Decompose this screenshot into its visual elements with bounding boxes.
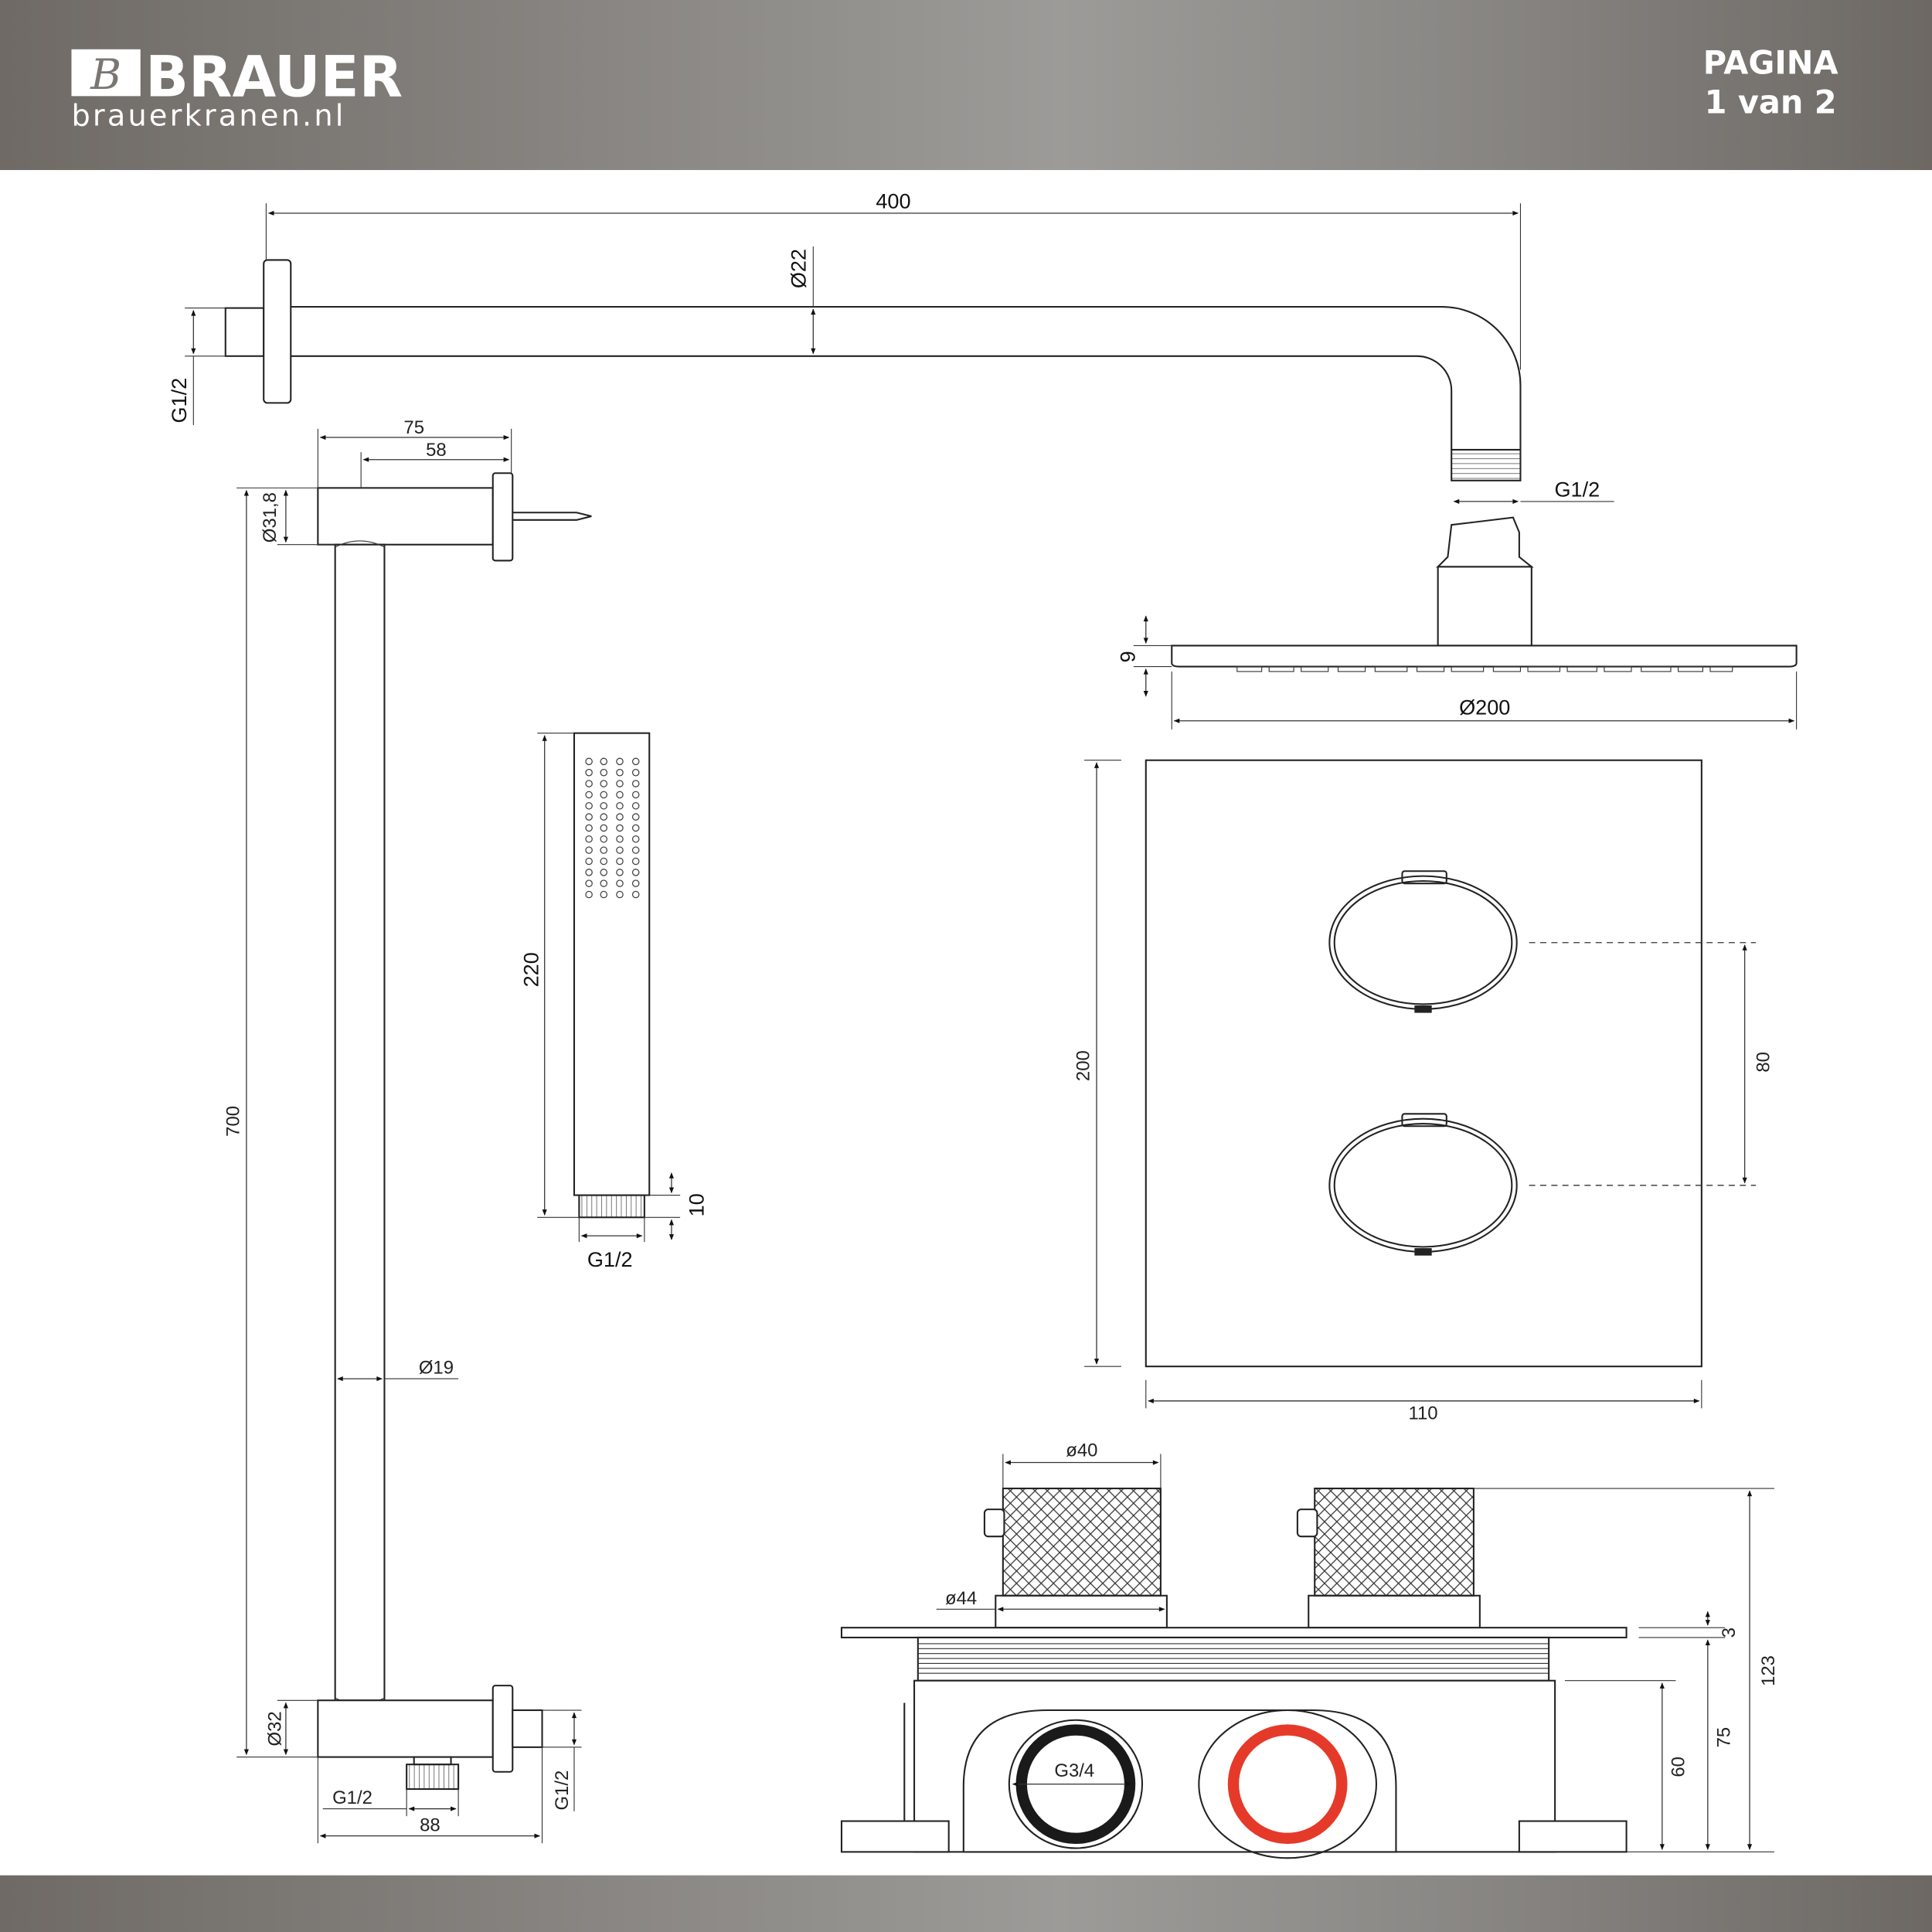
- rail-outlet-thread-label: G1/2: [332, 1787, 372, 1808]
- nozzle-dot: [631, 768, 640, 777]
- brand-name: BRAUER: [145, 44, 403, 110]
- nozzle-dot: [585, 846, 593, 854]
- cover-plate: 80 200 110: [1073, 759, 1774, 1424]
- hand-shower-thread-length-label: 10: [684, 1193, 708, 1216]
- arm-length-label: 400: [876, 189, 910, 213]
- brand-logo: B BRAUER brauerkranen.nl: [71, 44, 403, 134]
- knob-top: [1328, 870, 1518, 1013]
- nozzle-dot: [631, 869, 640, 876]
- plate-thickness-label: 3: [1719, 1628, 1740, 1638]
- nozzle-dot: [585, 824, 593, 832]
- nozzle-dot: [585, 879, 593, 887]
- nozzle-dot: [585, 857, 593, 866]
- nozzle-dot: [616, 824, 624, 832]
- nozzle-dot: [616, 813, 624, 821]
- nozzle-dot: [631, 879, 640, 887]
- rail-height-label: 700: [223, 1106, 243, 1137]
- page-number: 1 van 2: [1705, 84, 1837, 121]
- svg-text:B: B: [90, 50, 121, 99]
- rosette-diameter-label: ø44: [945, 1588, 977, 1609]
- nozzle-dot: [600, 768, 608, 777]
- nozzle-dot: [600, 879, 608, 887]
- head-diameter-label: Ø200: [1459, 696, 1510, 719]
- nozzle-dot: [631, 835, 640, 843]
- nozzle-dot: [600, 846, 608, 854]
- rail-top-diameter-label: Ø31,8: [260, 492, 281, 543]
- nozzle-dot: [585, 780, 593, 787]
- nozzle-dot: [616, 757, 624, 766]
- hot-connection-ring: [1227, 1724, 1348, 1845]
- body-depth-label: 60: [1668, 1757, 1689, 1777]
- plate-width-label: 110: [1408, 1403, 1437, 1424]
- nozzle-dot: [616, 801, 624, 810]
- nozzle-dot: [585, 757, 593, 766]
- nozzle-dot: [616, 879, 624, 887]
- nozzle-dot: [631, 780, 640, 787]
- extension-depth-label: 75: [1714, 1727, 1735, 1748]
- rail-tube-diameter-label: Ø19: [419, 1358, 454, 1379]
- rail-top-depth-label: 75: [403, 417, 424, 438]
- nozzle-dot: [631, 890, 640, 899]
- nozzle-dot: [631, 791, 640, 799]
- header-band: B BRAUER brauerkranen.nl PAGINA 1 van 2: [0, 0, 1932, 171]
- valve-body: G3/4 ø40 ø44 3 123 75 60: [840, 1440, 1779, 1859]
- hand-shower: 220 10 G1/2: [519, 732, 708, 1271]
- slide-rail: 75 58 Ø31,8 700 Ø19 Ø32 G1/2 88 G1/2: [223, 417, 592, 1844]
- nozzle-dot: [600, 857, 608, 866]
- rail-wall-thread-label: G1/2: [552, 1770, 573, 1811]
- nozzle-dot: [600, 835, 608, 843]
- website-link[interactable]: brauerkranen.nl: [71, 99, 345, 134]
- nozzle-dot: [616, 846, 624, 854]
- nozzle-dot: [600, 890, 608, 899]
- hand-shower-length-label: 220: [519, 952, 543, 987]
- nozzle-dot: [600, 757, 608, 766]
- nozzle-dot: [631, 813, 640, 821]
- arm-diameter-label: Ø22: [787, 249, 811, 288]
- nozzle-dot: [616, 890, 624, 899]
- footer-band: [0, 1875, 1932, 1932]
- total-depth-label: 123: [1758, 1655, 1779, 1686]
- rail-bottom-depth-label: 88: [420, 1815, 440, 1835]
- rail-bottom-diameter-label: Ø32: [265, 1711, 286, 1746]
- nozzle-dot: [585, 835, 593, 843]
- nozzle-dot: [616, 835, 624, 843]
- shower-head: 9 Ø200: [1115, 516, 1798, 730]
- nozzle-dot: [631, 857, 640, 866]
- head-thickness-label: 9: [1115, 651, 1139, 662]
- nozzle-dot: [600, 780, 608, 787]
- nozzle-dot: [585, 813, 593, 821]
- nozzle-dot: [585, 768, 593, 777]
- connection-label: G3/4: [1054, 1760, 1094, 1781]
- nozzle-dot: [585, 869, 593, 876]
- nozzle-dot: [616, 869, 624, 876]
- plate-height-label: 200: [1073, 1050, 1094, 1081]
- nozzle-dot: [631, 757, 640, 766]
- rail-pin-offset-label: 58: [426, 440, 447, 461]
- nozzle-dot: [631, 801, 640, 810]
- nozzle-dot: [585, 890, 593, 899]
- knob-diameter-label: ø40: [1066, 1440, 1097, 1461]
- nozzle-dot: [616, 791, 624, 799]
- nozzle-dot: [616, 857, 624, 866]
- nozzle-dot: [616, 780, 624, 787]
- shower-arm: 400 Ø22 G1/2 G1/2: [167, 189, 1614, 504]
- arm-head-thread-label: G1/2: [1554, 478, 1600, 502]
- nozzle-dot: [631, 824, 640, 832]
- knob-spacing-label: 80: [1753, 1052, 1774, 1073]
- arm-wall-thread-label: G1/2: [167, 378, 191, 423]
- nozzle-dot: [600, 801, 608, 810]
- nozzle-dot: [585, 791, 593, 799]
- nozzle-dot: [616, 768, 624, 777]
- page-label: PAGINA: [1703, 45, 1838, 82]
- knob-bottom: [1328, 1113, 1518, 1256]
- nozzle-dot: [600, 813, 608, 821]
- nozzle-dot: [631, 846, 640, 854]
- nozzle-grid: [585, 757, 640, 899]
- nozzle-dot: [600, 824, 608, 832]
- nozzle-dot: [600, 791, 608, 799]
- nozzle-dot: [585, 801, 593, 810]
- nozzle-dot: [600, 869, 608, 876]
- hand-shower-thread-label: G1/2: [587, 1247, 633, 1271]
